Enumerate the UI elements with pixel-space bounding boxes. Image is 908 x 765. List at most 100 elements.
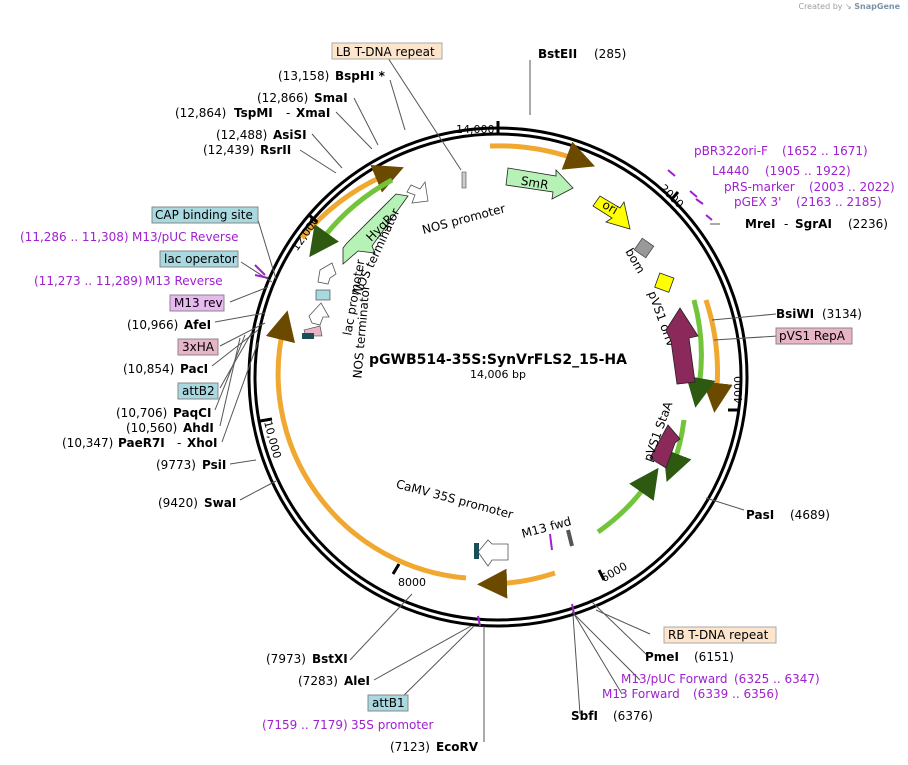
- credit-brand: SnapGene: [854, 2, 900, 11]
- svg-text:(11,273 .. 11,289): (11,273 .. 11,289): [34, 274, 143, 288]
- enzyme-bsiwi: BsiWI (3134): [776, 307, 862, 321]
- rb-repeat-label: RB T-DNA repeat: [668, 628, 769, 642]
- label-pvs1-repa: pVS1 RepA: [775, 327, 853, 345]
- svg-text:(10,560): (10,560): [126, 421, 177, 435]
- svg-text:pGEX 3': pGEX 3': [734, 195, 781, 209]
- svg-text:(10,854): (10,854): [123, 362, 174, 376]
- svg-text:SgrAI: SgrAI: [795, 217, 832, 231]
- lb-repeat-label: LB T-DNA repeat: [336, 45, 435, 59]
- enzyme-alei: (7283) AleI: [298, 674, 370, 688]
- svg-text:XhoI: XhoI: [187, 436, 218, 450]
- lac-operator-label: lac operator: [164, 252, 237, 266]
- orf-arc-1: [489, 141, 596, 170]
- snapgene-credit: Created by ↘ SnapGene: [798, 2, 900, 11]
- svg-text:BspHI *: BspHI *: [335, 69, 386, 83]
- enzyme-ecorv: (7123) EcoRV: [390, 740, 479, 754]
- label-attb2: attB2: [177, 382, 219, 400]
- enzyme-bsteii: BstEII (285): [538, 47, 626, 61]
- svg-text:EcoRV: EcoRV: [436, 740, 479, 754]
- attb2-label: attB2: [182, 384, 215, 398]
- orf-arc-3: [477, 568, 556, 599]
- svg-text:(12,866): (12,866): [257, 91, 308, 105]
- svg-text:(2003 .. 2022): (2003 .. 2022): [809, 180, 895, 194]
- enzyme-paci: (10,854) PacI: [123, 362, 208, 376]
- svg-text:(10,347): (10,347): [62, 436, 113, 450]
- svg-text:pBR322ori-F: pBR322ori-F: [694, 144, 768, 158]
- svg-text:(6339 .. 6356): (6339 .. 6356): [693, 687, 779, 701]
- feature-pvs1-repa: [665, 307, 699, 385]
- label-rb-repeat: RB T-DNA repeat: [663, 626, 777, 644]
- svg-text:XmaI: XmaI: [296, 106, 330, 120]
- primer-m13-reverse: (11,273 .. 11,289) M13 Reverse: [34, 274, 223, 288]
- svg-text:PacI: PacI: [180, 362, 208, 376]
- svg-text:(6151): (6151): [694, 650, 734, 664]
- orf-arc-green-4: [309, 177, 394, 258]
- svg-text:(6376): (6376): [613, 709, 653, 723]
- svg-text:M13 Forward: M13 Forward: [602, 687, 680, 701]
- feature-m13-fwd: M13 fwd: [520, 514, 574, 551]
- cap-site-label: CAP binding site: [155, 208, 253, 222]
- label-cap-site: CAP binding site: [151, 206, 259, 224]
- svg-text:PmeI: PmeI: [645, 650, 679, 664]
- feature-smr: SmR: [505, 167, 574, 200]
- svg-text:(3134): (3134): [822, 307, 862, 321]
- svg-text:AhdI: AhdI: [183, 421, 214, 435]
- tick-mark-2000: [669, 191, 680, 201]
- primer-m13-forward: M13 Forward (6339 .. 6356): [602, 687, 779, 701]
- svg-text:(12,488): (12,488): [216, 128, 267, 142]
- svg-text:PaqCI: PaqCI: [173, 406, 211, 420]
- svg-text:SmaI: SmaI: [314, 91, 348, 105]
- enzyme-psii: (9773) PsiI: [156, 458, 226, 472]
- svg-text:TspMI: TspMI: [234, 106, 273, 120]
- label-m13-rev: M13 rev: [169, 294, 225, 312]
- feature-ori: ori: [592, 195, 631, 230]
- svg-text:(2163 .. 2185): (2163 .. 2185): [796, 195, 882, 209]
- tick-mark-8000: [391, 563, 401, 575]
- credit-prefix: Created by: [798, 2, 843, 11]
- svg-text:(7973): (7973): [266, 652, 306, 666]
- svg-text:-: -: [784, 217, 788, 231]
- svg-text:L4440: L4440: [712, 164, 749, 178]
- enzyme-rsrii: (12,439) RsrII: [203, 143, 291, 157]
- label-3xha: 3xHA: [177, 338, 219, 356]
- 3xha-label: 3xHA: [182, 340, 215, 354]
- label-attb1: attB1: [367, 694, 409, 712]
- primer-l4440: L4440 (1905 .. 1922): [712, 164, 851, 178]
- primer-marks: [254, 169, 713, 627]
- orf-arc-2: [702, 299, 733, 413]
- svg-text:(11,286 .. 11,308): (11,286 .. 11,308): [20, 230, 129, 244]
- orf-arc-green-3: [596, 467, 659, 535]
- svg-text:BstXI: BstXI: [312, 652, 348, 666]
- nos-promoter-label: NOS promoter: [421, 201, 507, 237]
- orf-arc-green-1: [685, 299, 716, 408]
- svg-text:SwaI: SwaI: [204, 496, 236, 510]
- svg-text:35S promoter: 35S promoter: [351, 718, 433, 732]
- tick-label-6000: 6000: [599, 560, 630, 585]
- enzyme-asisi: (12,488) AsiSI: [216, 128, 307, 142]
- svg-text:(1652 .. 1671): (1652 .. 1671): [782, 144, 868, 158]
- svg-text:RsrII: RsrII: [260, 143, 291, 157]
- enzyme-smai: (12,866) SmaI: [257, 91, 348, 105]
- svg-text:(7159 .. 7179): (7159 .. 7179): [262, 718, 348, 732]
- feature-nos-promoter: NOS promoter: [421, 171, 507, 237]
- svg-text:(7123): (7123): [390, 740, 430, 754]
- svg-text:BsiWI: BsiWI: [776, 307, 814, 321]
- enzyme-tspmi-xmai: (12,864) TspMI - XmaI: [175, 106, 330, 120]
- enzyme-sbfi: SbfI (6376): [571, 709, 653, 723]
- enzyme-bstxi: (7973) BstXI: [266, 652, 348, 666]
- enzyme-pasi: PasI (4689): [746, 508, 830, 522]
- orf-arc-4: [265, 310, 467, 581]
- enzyme-afei: (10,966) AfeI: [127, 318, 211, 332]
- pvs1-repa-label: pVS1 RepA: [779, 329, 846, 343]
- svg-text:-: -: [286, 106, 290, 120]
- svg-text:BstEII: BstEII: [538, 47, 577, 61]
- m13-fwd-label: M13 fwd: [520, 514, 573, 541]
- label-lb-repeat: LB T-DNA repeat: [331, 42, 443, 60]
- plasmid-size: 14,006 bp: [470, 368, 526, 381]
- svg-text:(10,966): (10,966): [127, 318, 178, 332]
- svg-text:(12,439): (12,439): [203, 143, 254, 157]
- enzyme-mrei-sgrai: MreI - SgrAI (2236): [745, 217, 888, 231]
- svg-text:PasI: PasI: [746, 508, 774, 522]
- primer-m13-puc-reverse: (11,286 .. 11,308) M13/pUC Reverse: [20, 230, 239, 244]
